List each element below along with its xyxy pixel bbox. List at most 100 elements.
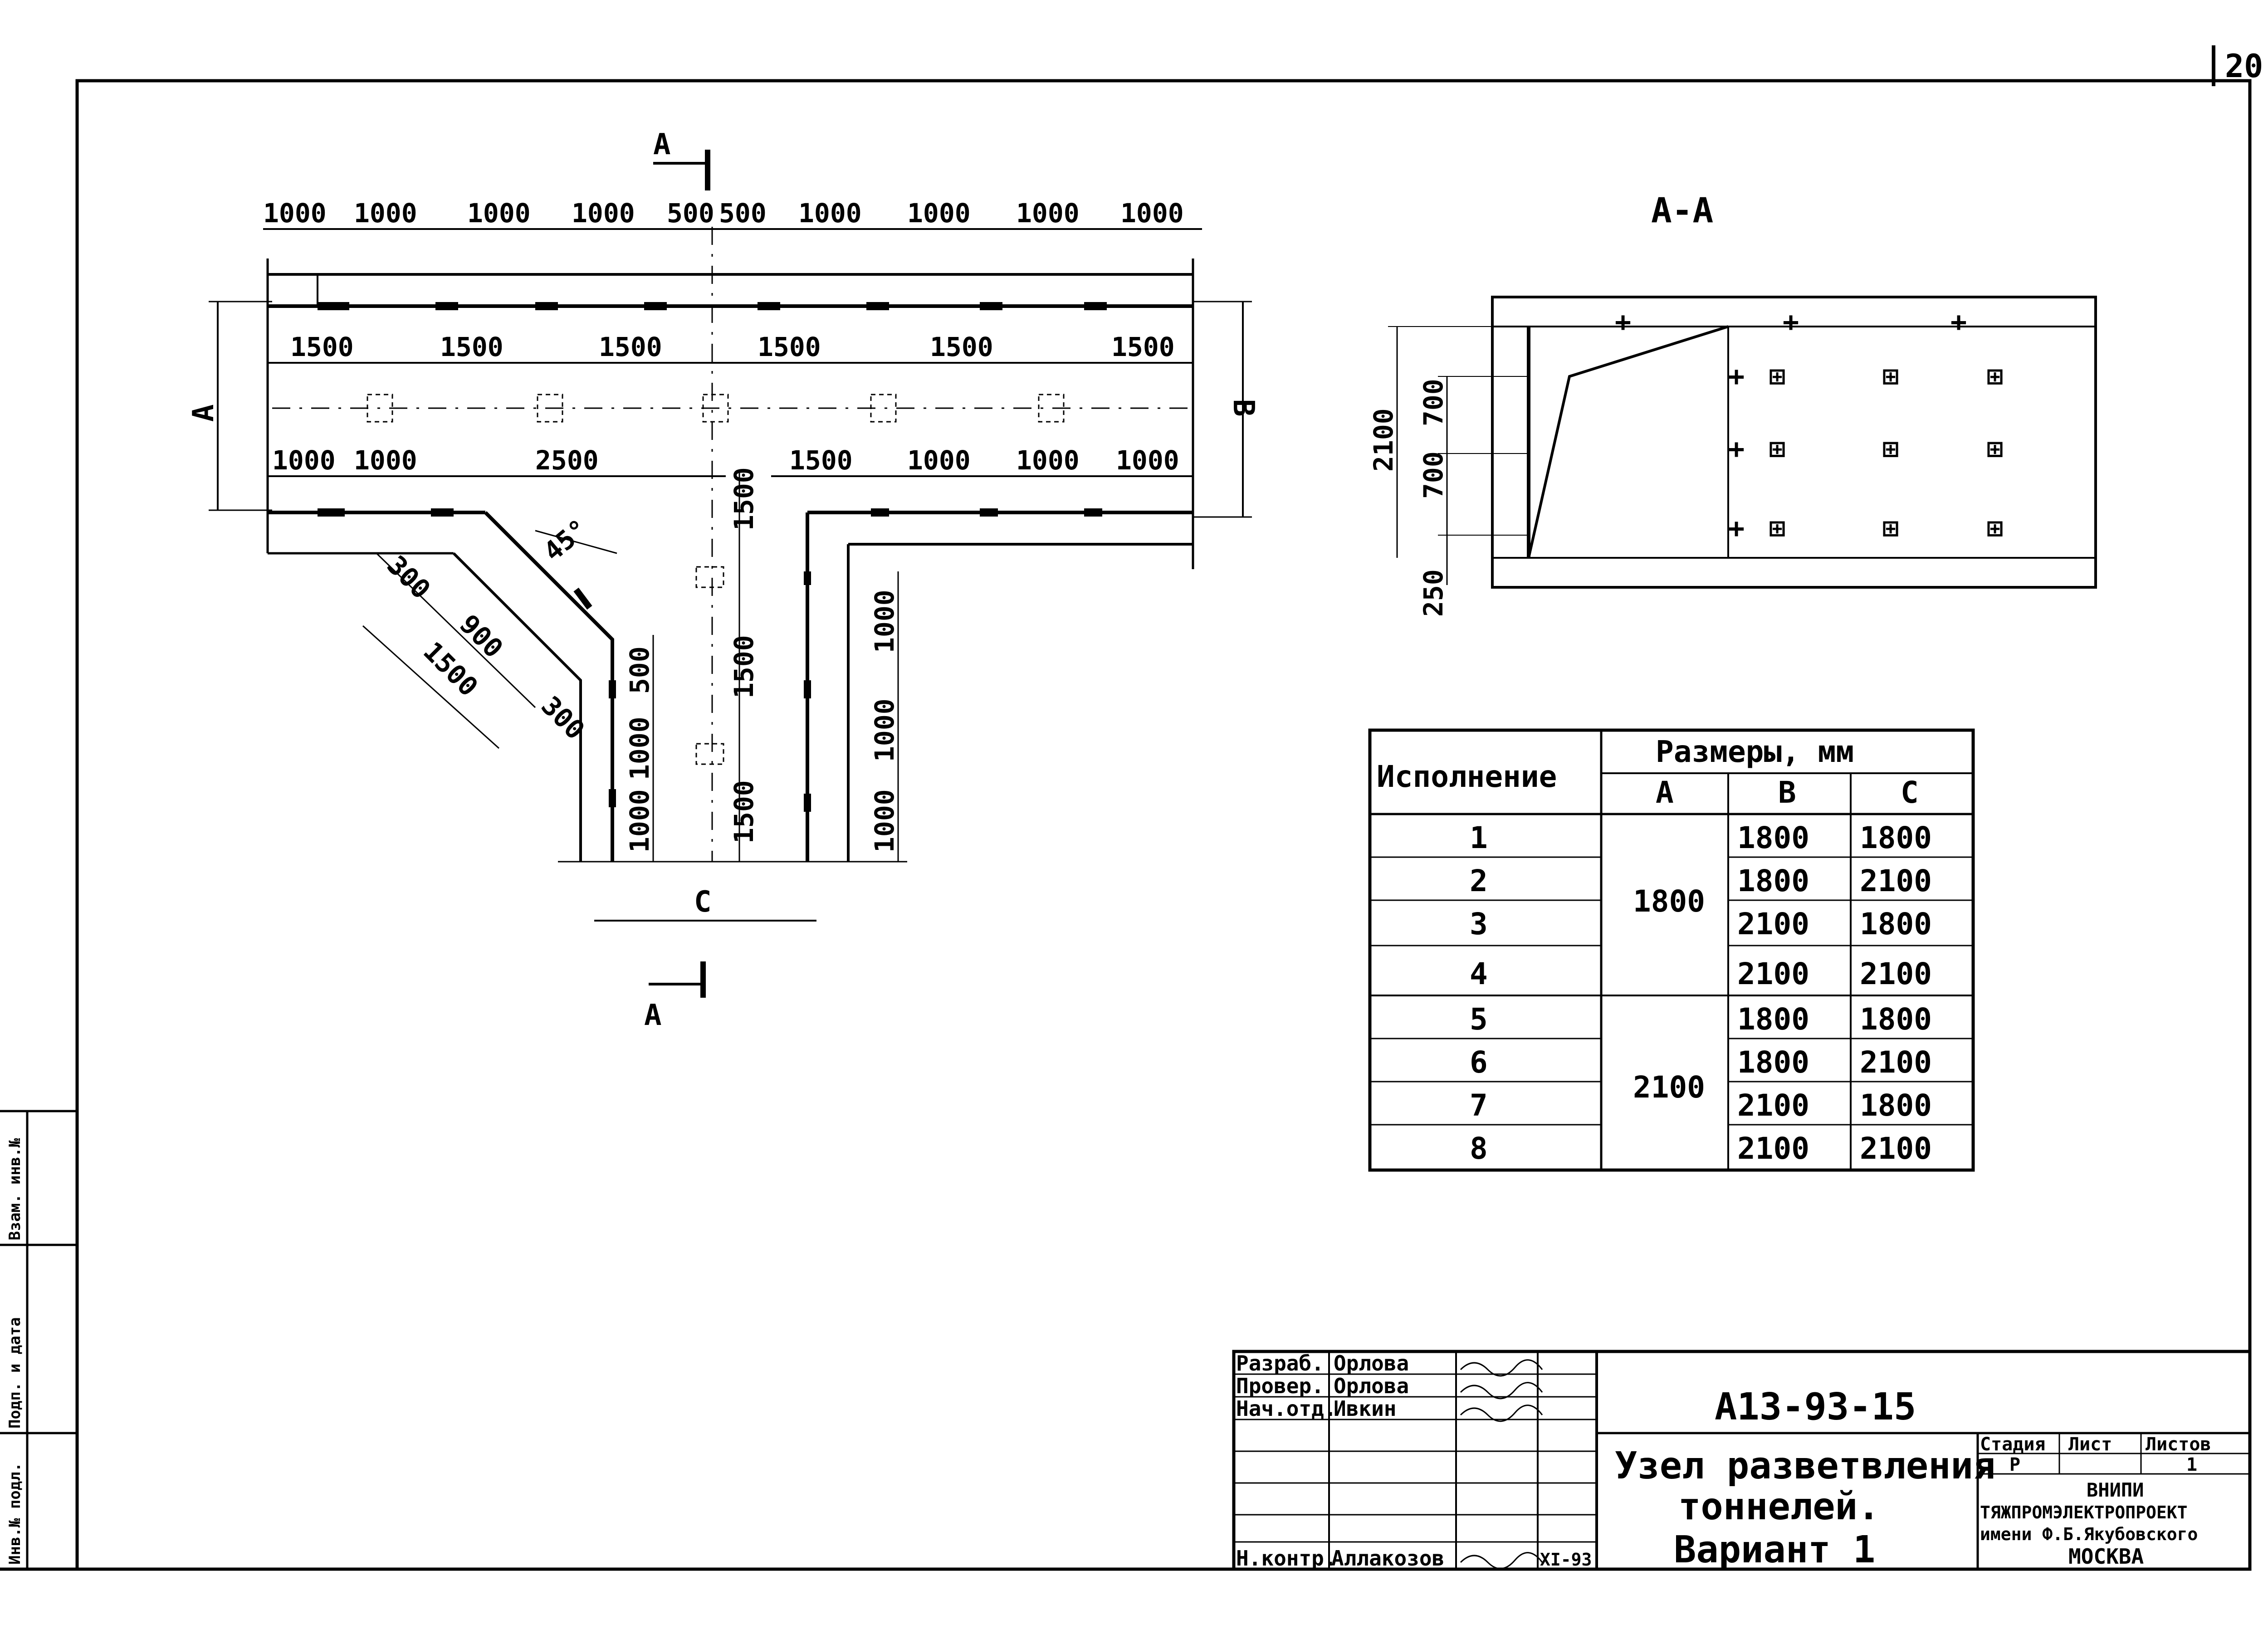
svg-text:1000: 1000 [263,198,327,229]
stamp-role: Провер. [1236,1374,1324,1398]
stamp-date: XI-93 [1540,1550,1592,1570]
top-dim-labels: 1000 1000 1000 1000 500 500 1000 1000 10… [263,198,1184,229]
diag-dim-labels: 300 900 1500 300 [381,550,591,746]
svg-text:⊞: ⊞ [1987,433,2003,465]
svg-text:1000: 1000 [624,717,655,780]
table-col-a: А [1656,775,1674,810]
branch-dim-labels: 500 1000 1000 1500 1500 1500 1000 1000 1… [624,467,900,853]
title-line-2: тоннелей. [1678,1485,1880,1528]
org-line-2: ТЯЖПРОМЭЛЕКТРОПРОЕКТ [1980,1502,2188,1522]
stamp-name: Орлова [1334,1374,1409,1398]
org-line-4: МОСКВА [2068,1544,2144,1569]
org-line-3: имени Ф.Б.Якубовского [1980,1524,2198,1544]
svg-text:1000: 1000 [354,445,417,476]
svg-text:1500: 1500 [440,332,503,362]
svg-text:1500: 1500 [1111,332,1175,362]
svg-text:1500: 1500 [758,332,821,362]
title-block: Разраб. Провер. Нач.отд. Н.контр. Орлова… [1232,1350,2252,1571]
table-row-n: 4 [1470,956,1488,991]
table-row-c: 1800 [1860,1002,1932,1037]
dim-label-A: А [187,404,220,422]
svg-text:1000: 1000 [354,198,417,229]
table-col-variant: Исполнение [1377,759,1557,794]
table-row-c: 1800 [1860,1088,1932,1123]
table-row-b: 2100 [1737,1088,1809,1123]
svg-text:1000: 1000 [869,698,900,762]
svg-text:1500: 1500 [290,332,354,362]
hdr-stage: Стадия [1980,1434,2046,1455]
table-row-c: 1800 [1860,820,1932,855]
svg-text:+: + [1615,306,1631,338]
low-dim-labels: 1000 1000 2500 1500 1000 1000 1000 [272,445,1179,476]
table-row-c: 2100 [1860,1045,1932,1080]
drawing-frame [75,79,2252,1571]
stamp-name: Ивкин [1334,1396,1396,1421]
table-group-a-1: 1800 [1633,884,1705,919]
svg-text:1500: 1500 [728,780,759,844]
table-row-n: 1 [1470,820,1488,855]
side-strip: Инв.№ подл. Подп. и дата Взам. инв.№ [0,1110,77,1571]
table-row-c: 2100 [1860,1131,1932,1166]
stamp-name: Орлова [1334,1351,1409,1375]
table-row-c: 2100 [1860,956,1932,991]
org-line-1: ВНИПИ [2087,1479,2144,1501]
table-row-n: 2 [1470,863,1488,898]
table-row-b: 1800 [1737,1002,1809,1037]
table-row-c: 2100 [1860,863,1932,898]
mid-dim-labels: 1500 1500 1500 1500 1500 1500 [290,332,1175,362]
svg-text:300: 300 [381,550,436,605]
svg-text:⊞: ⊞ [1769,512,1785,544]
svg-text:1500: 1500 [728,467,759,531]
svg-text:⊞: ⊞ [1769,433,1785,465]
svg-text:⊞: ⊞ [1987,512,2003,544]
stamp-role: Н.контр. [1236,1546,1337,1571]
doc-code: А13-93-15 [1715,1385,1916,1429]
table-row-n: 8 [1470,1131,1488,1166]
svg-text:1500: 1500 [599,332,662,362]
table-row-b: 1800 [1737,863,1809,898]
table-row-b: 1800 [1737,820,1809,855]
svg-text:⊞: ⊞ [1882,433,1899,465]
section-dim-row2: 700 [1418,451,1449,499]
svg-text:1000: 1000 [1116,445,1179,476]
side-strip-repl: Взам. инв.№ [6,1138,24,1240]
svg-text:2500: 2500 [535,445,599,476]
table-rows: 1 1800 1800 2 1800 2100 3 2100 1800 4 21… [1470,820,1932,1166]
svg-text:1500: 1500 [789,445,853,476]
section-dim-total: 2100 [1368,408,1399,472]
section-dim-bottom: 250 [1418,569,1449,617]
svg-text:1000: 1000 [1016,445,1080,476]
stamp-name: Аллакозов [1331,1546,1444,1571]
variants-table: Исполнение Размеры, мм А В С 1 1800 1800… [1368,728,1975,1172]
svg-text:1500: 1500 [930,332,993,362]
svg-text:1000: 1000 [272,445,336,476]
svg-text:+: + [1728,433,1745,465]
section-view: А-А + + + +⊞⊞⊞ +⊞⊞⊞ +⊞⊞⊞ 2100 700 700 25… [1368,190,2097,617]
svg-text:+: + [1783,306,1799,338]
svg-text:500: 500 [667,198,714,229]
table-row-c: 1800 [1860,907,1932,941]
svg-text:1000: 1000 [467,198,531,229]
svg-text:+: + [1728,512,1745,544]
svg-text:1000: 1000 [907,198,971,229]
title-line-1: Узел разветвления [1615,1444,1995,1488]
angle-label: 45° [538,513,594,567]
svg-text:1000: 1000 [1120,198,1184,229]
cut-label-top: А [653,128,671,161]
svg-text:⊞: ⊞ [1882,361,1899,392]
table-row-n: 5 [1470,1002,1488,1037]
title-line-3: Вариант 1 [1674,1528,1875,1571]
support-grid: +⊞⊞⊞ +⊞⊞⊞ +⊞⊞⊞ [1728,361,2003,544]
svg-text:1000: 1000 [869,789,900,853]
svg-text:500: 500 [719,198,767,229]
table-row-n: 6 [1470,1045,1488,1080]
section-dim-row1: 700 [1418,379,1449,426]
hdr-sheets: Листов [2146,1434,2211,1455]
table-col-b: В [1778,775,1796,810]
table-row-b: 2100 [1737,956,1809,991]
table-row-b: 2100 [1737,1131,1809,1166]
stamp-role: Разраб. [1236,1351,1324,1375]
dim-label-B: В [1227,399,1260,417]
svg-text:900: 900 [454,609,509,664]
